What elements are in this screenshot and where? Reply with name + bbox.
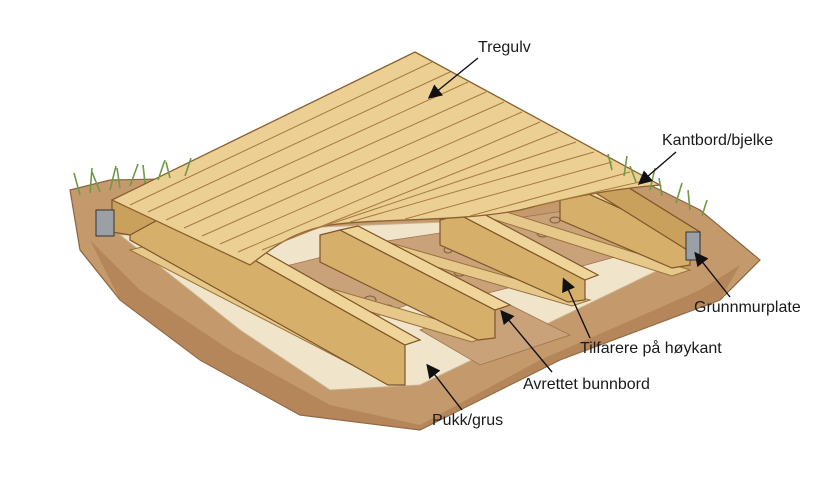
label-avrettet: Avrettet bunnbord <box>523 377 650 393</box>
arrow-kantbord <box>640 152 676 183</box>
label-grunnmurplate: Grunnmurplate <box>694 300 801 316</box>
label-tilfarere: Tilfarere på høykant <box>580 341 722 357</box>
label-kantbord: Kantbord/bjelke <box>662 133 773 149</box>
label-treguly: Tregulv <box>478 40 531 56</box>
label-pukk: Pukk/grus <box>432 413 503 429</box>
